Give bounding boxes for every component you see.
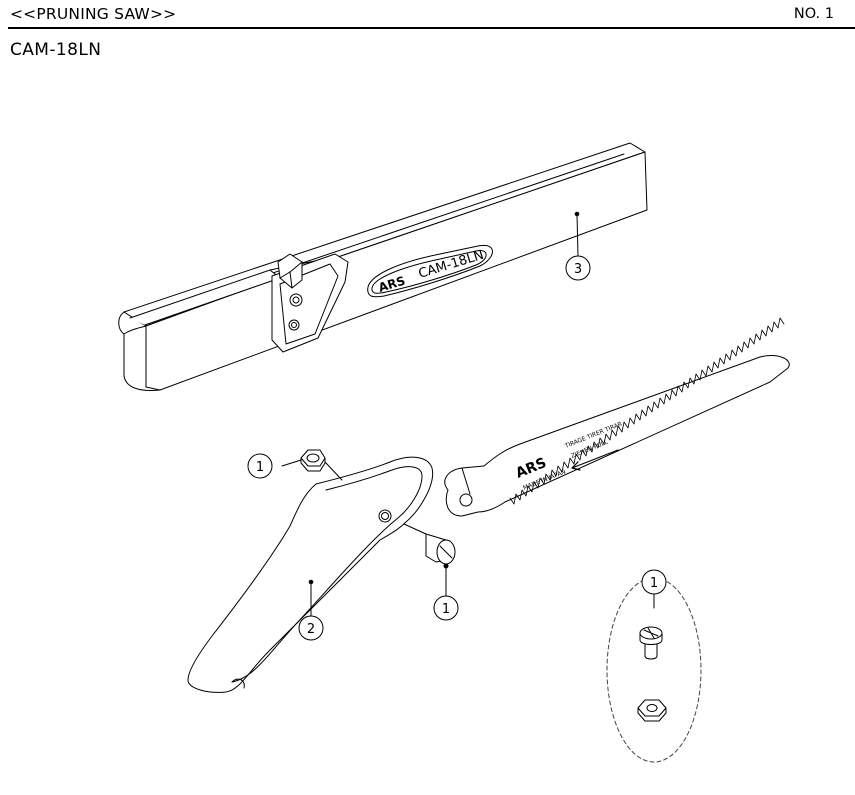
header-rule [8,27,855,29]
page-header: <<PRUNING SAW>> NO. 1 [8,4,855,29]
callout-2-label: 2 [307,622,315,637]
model-number: CAM-18LN [10,40,102,60]
handle [187,456,434,693]
callout-1-detail-label: 1 [650,576,658,591]
callout-1-detail: 1 [641,569,667,595]
callout-3-label: 3 [574,262,582,277]
callout-3-sheath: 3 [565,255,591,281]
sheath: ARS CAM-18LN [118,142,648,391]
callout-1-bolt-label: 1 [442,602,450,617]
detail-view [606,577,702,763]
callout-1-bolt: 1 [433,595,459,621]
nut [281,449,343,481]
bolt [403,523,456,597]
saw-blade: ARS MADE IN JAPAN TIRAGE TIRER TIRAR ZIE… [444,317,790,517]
callout-1-nut: 1 [247,453,273,479]
callout-2-handle: 2 [298,615,324,641]
page-number: NO. 1 [793,6,834,22]
callout-1-nut-label: 1 [256,460,264,475]
document-title: <<PRUNING SAW>> [10,5,177,23]
